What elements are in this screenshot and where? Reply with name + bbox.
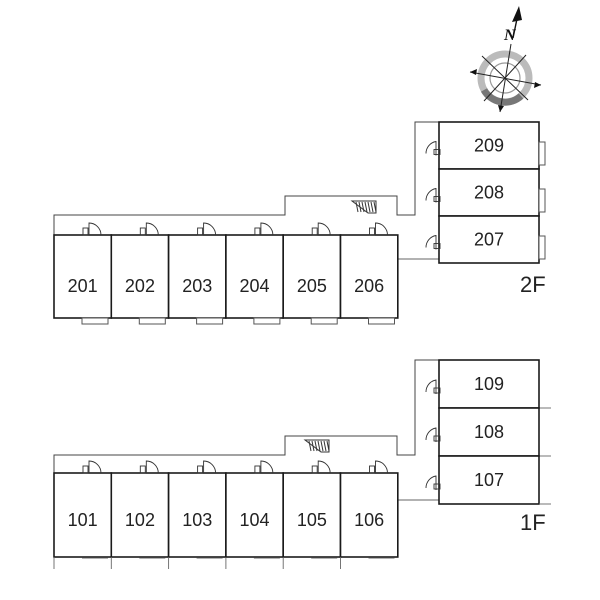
unit-outline (438, 121, 540, 170)
balcony (253, 317, 281, 325)
unit-outline (339, 472, 399, 558)
unit-208: 208 (425, 168, 546, 217)
balcony (538, 235, 546, 260)
unit-203: 203 (167, 222, 227, 325)
north-label: N (503, 27, 517, 44)
unit-label: 209 (474, 136, 504, 156)
door-icon (254, 222, 274, 236)
door-icon (197, 460, 217, 474)
unit-201: 201 (53, 222, 113, 325)
unit-outline (438, 407, 540, 457)
unit-outline (225, 472, 284, 558)
unit-209: 209 (425, 121, 546, 170)
unit-206: 206 (339, 222, 399, 325)
corridor-edge (397, 235, 439, 260)
corridor-outline (53, 121, 439, 235)
stairs-icon (303, 439, 330, 453)
unit-outline (438, 359, 540, 409)
door-icon (82, 460, 102, 474)
door-icon (82, 222, 102, 236)
door-icon (425, 140, 441, 156)
balcony (310, 317, 338, 325)
unit-106: 106 (339, 460, 399, 569)
unit-label: 207 (474, 230, 504, 250)
unit-label: 106 (354, 510, 384, 530)
unit-109: 109 (425, 359, 551, 409)
unit-103: 103 (167, 460, 227, 569)
compass-rose-icon: N (469, 6, 542, 113)
balcony (368, 317, 395, 325)
door-icon (311, 460, 331, 474)
unit-label: 204 (240, 276, 270, 296)
floor-1f: 101 102 103 104 105 106 109 108 107 1F (53, 359, 551, 569)
unit-label: 105 (297, 510, 327, 530)
unit-label: 108 (474, 422, 504, 442)
unit-204: 204 (225, 222, 284, 325)
balcony (138, 317, 166, 325)
balcony (81, 317, 109, 325)
unit-label: 102 (125, 510, 155, 530)
unit-107: 107 (425, 455, 551, 505)
floor-label: 2F (520, 272, 546, 297)
unit-label: 208 (474, 183, 504, 203)
unit-207: 207 (425, 215, 546, 264)
floor-label: 1F (520, 510, 546, 535)
door-icon (425, 427, 441, 442)
unit-label: 205 (297, 276, 327, 296)
door-icon (425, 475, 441, 490)
unit-label: 103 (182, 510, 212, 530)
unit-outline (53, 472, 113, 558)
door-icon (369, 222, 388, 236)
corridor-outline (53, 359, 439, 473)
unit-105: 105 (282, 460, 342, 569)
unit-label: 206 (354, 276, 384, 296)
unit-outline (438, 215, 540, 264)
stairs-icon (350, 200, 377, 214)
door-icon (369, 460, 388, 474)
unit-205: 205 (282, 222, 342, 325)
door-icon (139, 222, 159, 236)
balcony (196, 317, 224, 325)
unit-104: 104 (225, 460, 284, 569)
unit-label: 107 (474, 470, 504, 490)
door-icon (425, 234, 441, 250)
door-icon (254, 460, 274, 474)
unit-label: 109 (474, 374, 504, 394)
unit-outline (110, 234, 170, 319)
door-icon (197, 222, 217, 236)
unit-outline (167, 472, 227, 558)
door-icon (311, 222, 331, 236)
unit-label: 104 (240, 510, 270, 530)
unit-label: 201 (68, 276, 98, 296)
unit-outline (438, 455, 540, 505)
unit-label: 203 (182, 276, 212, 296)
unit-101: 101 (53, 460, 113, 569)
unit-outline (282, 234, 342, 319)
balcony (538, 188, 546, 213)
unit-label: 101 (68, 510, 98, 530)
unit-outline (110, 472, 170, 558)
unit-108: 108 (425, 407, 551, 457)
unit-202: 202 (110, 222, 170, 325)
door-icon (139, 460, 159, 474)
unit-102: 102 (110, 460, 170, 569)
unit-outline (339, 234, 399, 319)
unit-label: 202 (125, 276, 155, 296)
door-icon (425, 379, 441, 394)
door-icon (425, 187, 441, 203)
floor-2f: 201 202 203 204 205 206 209 208 207 2F (53, 121, 546, 325)
balcony (538, 141, 546, 166)
